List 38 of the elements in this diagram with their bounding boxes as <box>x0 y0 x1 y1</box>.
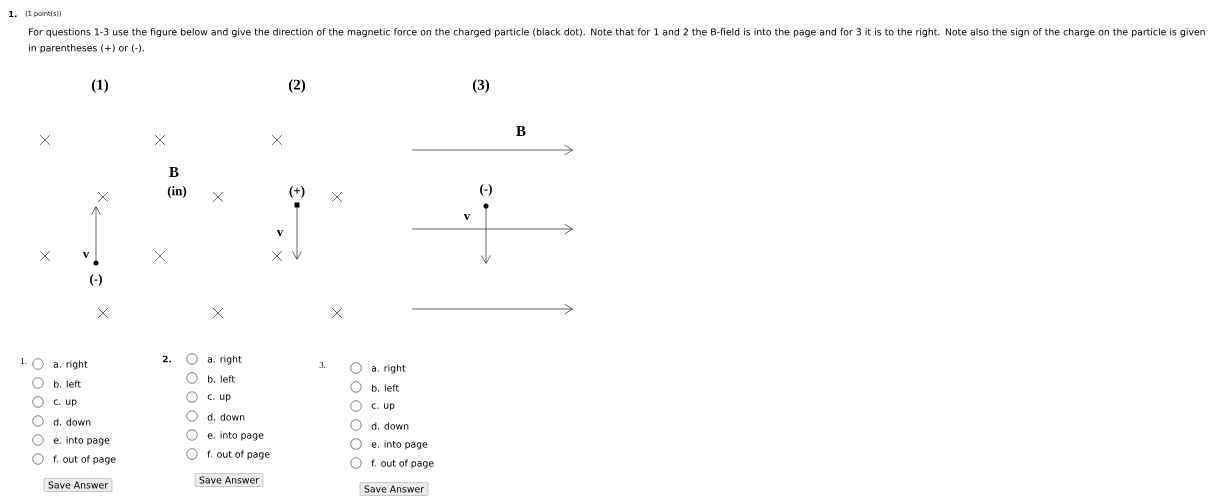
option-text: f. out of page <box>53 455 116 465</box>
panel-label: (1) <box>91 79 109 93</box>
option-text: d. down <box>53 418 91 426</box>
question-number: 1. <box>9 10 17 18</box>
option-text: e. into page <box>207 431 264 441</box>
option-text: c. up <box>207 394 231 402</box>
question-number: 1. <box>21 357 27 365</box>
option-text: f. out of page <box>207 450 270 460</box>
option-text: e. into page <box>371 440 428 450</box>
question-number: 2. <box>162 355 171 363</box>
option-text: f. out of page <box>371 459 434 469</box>
option-text: d. down <box>207 413 245 421</box>
option-text: a. right <box>207 355 242 365</box>
velocity-label: v <box>463 213 471 221</box>
field-direction-label: (in) <box>167 186 187 198</box>
field-label: B <box>169 167 179 177</box>
option-text: b. left <box>54 380 81 388</box>
option-text: a. right <box>371 364 406 374</box>
panel-label: (3) <box>472 79 490 93</box>
option-text: e. into page <box>53 436 110 446</box>
velocity-label: v <box>82 251 90 259</box>
option-text: b. left <box>208 375 235 383</box>
charge-label: (+) <box>289 186 305 198</box>
option-text: d. down <box>371 422 409 430</box>
velocity-label: v <box>276 229 284 237</box>
option-text: c. up <box>371 403 395 411</box>
field-label: B <box>516 126 526 136</box>
charge-label: (-) <box>480 184 492 196</box>
panel-label: (2) <box>288 79 306 93</box>
question-text: For questions 1-3 use the figure below and give the direction of the magnetic force on the charged particle (black dot). Note that for 1 and 2 the B-field is into the page and for 3 it is to the right. Note also the sign of the charge on the particle is given in parentheses (+) or (-). <box>29 28 1205 54</box>
save-button: Save Answer <box>43 478 113 492</box>
option-text: a. right <box>53 360 88 370</box>
charge-label: (-) <box>90 274 102 286</box>
save-button: Save Answer <box>359 482 429 496</box>
option-text: c. up <box>53 399 77 407</box>
save-button: Save Answer <box>194 473 264 487</box>
question-number: 3. <box>319 361 326 369</box>
option-text: b. left <box>372 384 399 392</box>
